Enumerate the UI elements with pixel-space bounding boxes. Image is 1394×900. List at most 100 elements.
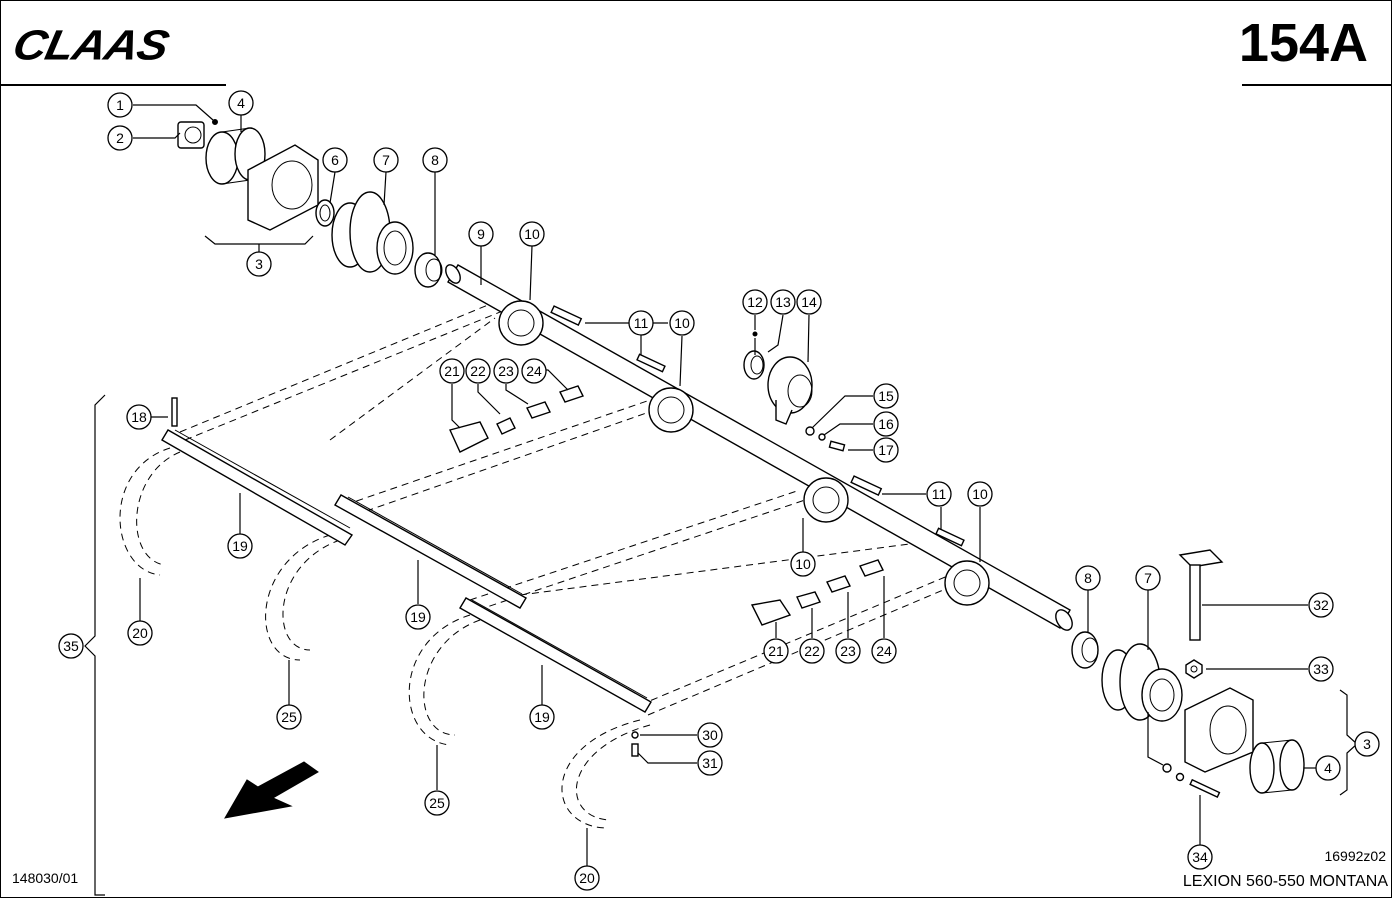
page-number-underline: [1242, 84, 1392, 86]
callout-22: 22: [799, 638, 825, 664]
svg-text:3: 3: [1363, 736, 1371, 752]
sprocket-4: [944, 560, 990, 606]
svg-text:8: 8: [431, 152, 439, 168]
callout-19: 19: [529, 704, 555, 730]
callout-8: 8: [1075, 565, 1101, 591]
sprocket-3: [803, 477, 849, 523]
callout-30: 30: [697, 722, 723, 748]
callout-1: 1: [107, 92, 133, 118]
callout-4: 4: [228, 90, 254, 116]
callout-10: 10: [967, 481, 993, 507]
svg-text:13: 13: [775, 294, 791, 310]
chain-link-lower: [750, 559, 884, 626]
svg-text:9: 9: [477, 226, 485, 242]
callout-17: 17: [873, 437, 899, 463]
svg-text:7: 7: [1144, 570, 1152, 586]
callout-20: 20: [574, 865, 600, 891]
callout-14: 14: [796, 289, 822, 315]
callout-33: 33: [1308, 656, 1334, 682]
svg-text:17: 17: [878, 442, 894, 458]
callout-10: 10: [519, 221, 545, 247]
tension-bolt-32: [1178, 549, 1224, 641]
callout-35: 35: [58, 633, 84, 659]
leader-lines: [133, 104, 1316, 866]
bracket-35: [84, 394, 106, 896]
bearing-flange-7b: [1101, 643, 1183, 722]
washer-15: [805, 426, 815, 436]
svg-text:10: 10: [972, 486, 988, 502]
svg-text:31: 31: [702, 755, 718, 771]
callout-24: 24: [871, 638, 897, 664]
bearing-unit-14: [767, 356, 813, 425]
callout-31: 31: [697, 750, 723, 776]
svg-text:35: 35: [63, 638, 79, 654]
callout-20: 20: [127, 620, 153, 646]
slat-19a: [161, 429, 354, 546]
callout-2: 2: [107, 125, 133, 151]
sprocket-1: [498, 300, 544, 346]
svg-text:4: 4: [237, 95, 245, 111]
collar-13: [743, 350, 765, 380]
svg-text:19: 19: [410, 609, 426, 625]
callout-21: 21: [763, 638, 789, 664]
svg-text:22: 22: [804, 643, 820, 659]
svg-text:23: 23: [498, 363, 514, 379]
svg-text:2: 2: [116, 130, 124, 146]
callout-11: 11: [628, 310, 654, 336]
svg-text:14: 14: [801, 294, 817, 310]
callout-23: 23: [493, 358, 519, 384]
callout-32: 32: [1308, 592, 1334, 618]
bolt-18: [171, 397, 178, 427]
seal-ring-6: [315, 199, 335, 227]
svg-text:32: 32: [1313, 597, 1329, 613]
callout-23: 23: [835, 638, 861, 664]
callout-7: 7: [373, 147, 399, 173]
nut-flange: [1162, 763, 1172, 773]
callout-4: 4: [1315, 755, 1341, 781]
callout-25: 25: [424, 790, 450, 816]
bearing-flange-7a: [331, 191, 414, 275]
callout-15: 15: [873, 383, 899, 409]
svg-text:33: 33: [1313, 661, 1329, 677]
nut-30: [631, 731, 639, 739]
page-number: 154A: [1238, 13, 1368, 73]
svg-text:30: 30: [702, 727, 718, 743]
svg-text:24: 24: [526, 363, 542, 379]
key-11a: [550, 305, 583, 326]
drawing-reference: 148030/01: [12, 870, 79, 886]
chain-paths: [119, 299, 956, 829]
callout-16: 16: [873, 411, 899, 437]
callout-3: 3: [1354, 731, 1380, 757]
svg-text:21: 21: [444, 363, 460, 379]
svg-text:20: 20: [132, 625, 148, 641]
callout-10: 10: [790, 551, 816, 577]
callout-8: 8: [422, 147, 448, 173]
svg-text:1: 1: [116, 97, 124, 113]
callout-18: 18: [126, 404, 152, 430]
svg-text:12: 12: [747, 294, 763, 310]
svg-text:25: 25: [281, 709, 297, 725]
nut-33: [1185, 659, 1203, 679]
callout-12: 12: [742, 289, 768, 315]
callout-11: 11: [926, 481, 952, 507]
chain-link-upper: [449, 385, 584, 453]
callout-19: 19: [227, 533, 253, 559]
callout-19: 19: [405, 604, 431, 630]
svg-text:6: 6: [331, 152, 339, 168]
bolt-31: [631, 743, 639, 757]
svg-text:3: 3: [255, 256, 263, 272]
svg-text:18: 18: [131, 409, 147, 425]
svg-text:16: 16: [878, 416, 894, 432]
model-name: LEXION 560-550 MONTANA: [1182, 873, 1388, 890]
svg-text:24: 24: [876, 643, 892, 659]
svg-text:34: 34: [1192, 849, 1208, 865]
bracket-3a: [204, 235, 314, 252]
bearing-nut-2: [177, 121, 205, 149]
svg-text:11: 11: [932, 486, 947, 502]
callout-22: 22: [465, 358, 491, 384]
svg-text:11: 11: [634, 315, 649, 331]
illustration-code: 16992z02: [1324, 848, 1386, 864]
callout-21: 21: [439, 358, 465, 384]
